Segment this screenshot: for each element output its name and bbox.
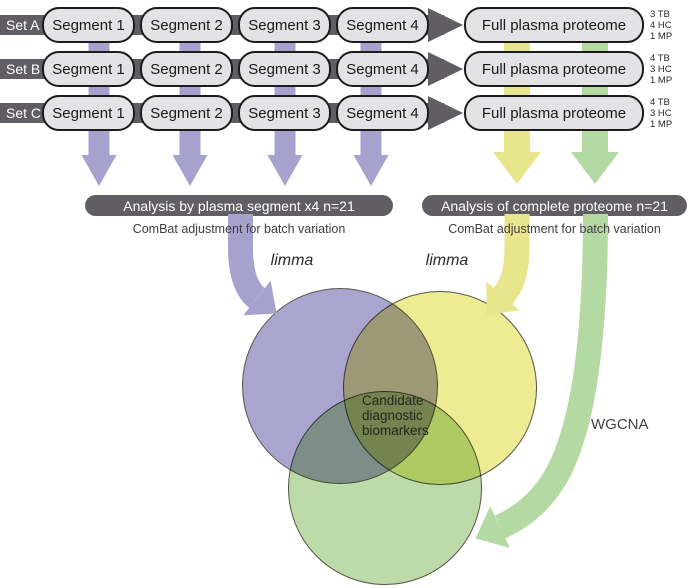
wgcna-label: WGCNA — [591, 416, 649, 433]
count-line: 1 MP — [650, 118, 673, 130]
sample-set-row: Set B Segment 1 Segment 2 Segment 3 Segm… — [0, 51, 700, 87]
segment-box: Segment 3 — [238, 51, 331, 87]
segment-box: Segment 4 — [336, 95, 429, 131]
segment-box: Segment 1 — [42, 95, 135, 131]
set-label: Set A — [6, 17, 40, 33]
limma-label: limma — [270, 252, 314, 269]
combat-note: ComBat adjustment for batch variation — [132, 222, 346, 236]
count-line: 4 TB — [650, 96, 670, 108]
segment-box: Segment 3 — [238, 7, 331, 43]
proteome-box: Full plasma proteome — [464, 95, 644, 131]
sample-set-row: Set C Segment 1 Segment 2 Segment 3 Segm… — [0, 95, 700, 131]
set-label: Set C — [6, 105, 42, 121]
proteome-box: Full plasma proteome — [464, 51, 644, 87]
count-line: 3 HC — [650, 63, 672, 75]
sample-counts: 4 TB 3 HC 1 MP — [650, 96, 672, 130]
venn-center-label: Candidate diagnostic biomarkers — [362, 393, 429, 438]
flow-triangle-icon — [428, 96, 463, 130]
venn-label-line: diagnostic — [362, 408, 423, 423]
count-line: 1 MP — [650, 30, 673, 42]
flow-triangle-icon — [428, 8, 463, 42]
segment-box: Segment 3 — [238, 95, 331, 131]
segment-box: Segment 2 — [140, 95, 233, 131]
limma-label: limma — [425, 252, 469, 269]
count-line: 4 TB — [650, 52, 670, 64]
venn-green-circle — [288, 391, 482, 585]
count-line: 3 TB — [650, 8, 670, 20]
sample-counts: 3 TB 4 HC 1 MP — [650, 8, 672, 42]
flow-triangle-icon — [428, 52, 463, 86]
venn-label-line: biomarkers — [362, 423, 429, 438]
proteome-yellow-arrow-icon — [493, 24, 541, 184]
segment-box: Segment 4 — [336, 51, 429, 87]
analysis-proteome-bar: Analysis of complete proteome n=21 — [422, 195, 687, 216]
segment-box: Segment 4 — [336, 7, 429, 43]
proteome-box: Full plasma proteome — [464, 7, 644, 43]
count-line: 4 HC — [650, 19, 672, 31]
venn-label-line: Candidate — [362, 393, 424, 408]
flow-arrows-top — [81, 24, 619, 186]
segment-box: Segment 2 — [140, 51, 233, 87]
sample-set-row: Set A Segment 1 Segment 2 Segment 3 Segm… — [0, 7, 700, 43]
limma-yellow-arrow-icon — [486, 214, 530, 315]
segment-box: Segment 1 — [42, 51, 135, 87]
proteome-green-arrow-icon — [571, 24, 619, 184]
wgcna-green-arrow-icon — [475, 213, 608, 548]
analysis-segment-bar: Analysis by plasma segment x4 n=21 — [85, 195, 393, 216]
combat-note: ComBat adjustment for batch variation — [448, 222, 661, 236]
set-label: Set B — [6, 61, 41, 77]
segment-box: Segment 1 — [42, 7, 135, 43]
count-line: 3 HC — [650, 107, 672, 119]
segment-box: Segment 2 — [140, 7, 233, 43]
sample-counts: 4 TB 3 HC 1 MP — [650, 52, 672, 86]
count-line: 1 MP — [650, 74, 673, 86]
limma-purple-arrow-icon — [228, 214, 277, 316]
